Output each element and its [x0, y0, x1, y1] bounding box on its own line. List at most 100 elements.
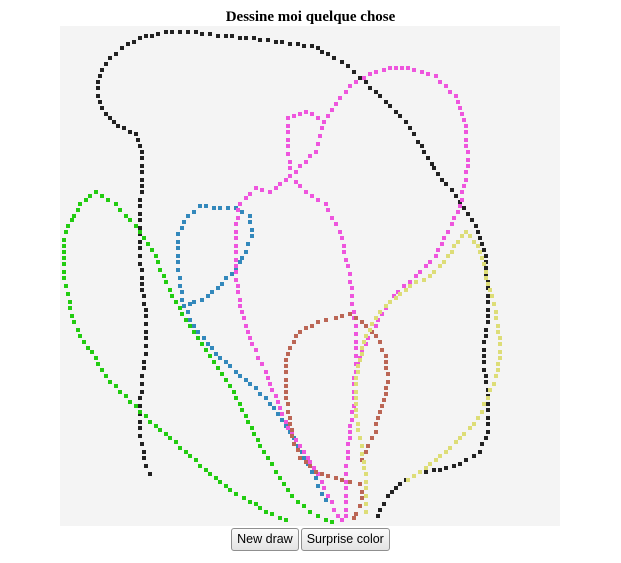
new-draw-button[interactable]: New draw [231, 528, 299, 551]
stroke-dot [144, 308, 148, 312]
stroke-dot [440, 178, 444, 182]
stroke-dot [342, 244, 346, 248]
stroke-dot [254, 502, 258, 506]
stroke-dot [178, 306, 182, 310]
stroke-dot [224, 484, 228, 488]
stroke-dot [184, 450, 188, 454]
stroke-dot [352, 516, 356, 520]
stroke-dot [318, 134, 322, 138]
stroke-dot [374, 422, 378, 426]
stroke-dot [288, 42, 292, 46]
stroke-dot [434, 458, 438, 462]
stroke-dot [176, 260, 180, 264]
stroke-dot [142, 294, 146, 298]
stroke-dot [330, 108, 334, 112]
stroke-dot [394, 66, 398, 70]
stroke-dot [228, 384, 232, 388]
stroke-dot [382, 398, 386, 402]
stroke-dot [344, 494, 348, 498]
stroke-dot [498, 336, 502, 340]
stroke-dot [338, 96, 342, 100]
stroke-dot [340, 314, 344, 318]
yellow-stroke [354, 230, 502, 514]
stroke-dot [286, 402, 290, 406]
stroke-dot [420, 70, 424, 74]
stroke-dot [224, 360, 228, 364]
surprise-color-button[interactable]: Surprise color [300, 528, 390, 551]
stroke-dot [142, 456, 146, 460]
stroke-dot [194, 458, 198, 462]
stroke-dot [196, 330, 200, 334]
stroke-dot [348, 84, 352, 88]
stroke-dot [358, 358, 362, 362]
stroke-dot [496, 324, 500, 328]
stroke-dot [474, 224, 478, 228]
stroke-dot [76, 208, 80, 212]
stroke-dot [462, 432, 466, 436]
drawing-canvas[interactable] [60, 26, 560, 526]
stroke-dot [106, 198, 110, 202]
stroke-dot [238, 202, 242, 206]
drawing-svg[interactable] [60, 26, 560, 526]
stroke-dot [494, 374, 498, 378]
stroke-dot [234, 492, 238, 496]
stroke-dot [278, 182, 282, 186]
stroke-dot [354, 376, 358, 380]
stroke-dot [240, 210, 244, 214]
stroke-dot [108, 116, 112, 120]
stroke-dot [444, 84, 448, 88]
stroke-dot [360, 496, 364, 500]
stroke-dot [414, 274, 418, 278]
stroke-dot [178, 284, 182, 288]
stroke-dot [292, 442, 296, 446]
stroke-dot [482, 368, 486, 372]
stroke-dot [320, 50, 324, 54]
stroke-dot [218, 480, 222, 484]
stroke-dot [478, 250, 482, 254]
stroke-dot [324, 518, 328, 522]
stroke-dot [278, 476, 282, 480]
stroke-dot [476, 244, 480, 248]
stroke-dot [356, 364, 360, 368]
stroke-dot [486, 320, 490, 324]
stroke-dot [140, 442, 144, 446]
stroke-dot [94, 190, 98, 194]
stroke-dot [138, 36, 142, 40]
stroke-dot [200, 32, 204, 36]
stroke-dot [360, 352, 364, 356]
stroke-dot [96, 80, 100, 84]
stroke-dot [184, 318, 188, 322]
stroke-dot [346, 64, 350, 68]
stroke-dot [340, 60, 344, 64]
stroke-dot [458, 106, 462, 110]
stroke-dot [472, 240, 476, 244]
stroke-dot [272, 406, 276, 410]
stroke-dot [466, 150, 470, 154]
stroke-dot [284, 518, 288, 522]
stroke-dot [468, 234, 472, 238]
stroke-dot [234, 222, 238, 226]
stroke-dot [138, 410, 142, 414]
stroke-dot [254, 186, 258, 190]
stroke-dot [150, 34, 154, 38]
stroke-dot [286, 130, 290, 134]
stroke-dot [276, 412, 280, 416]
stroke-dot [436, 172, 440, 176]
stroke-dot [64, 230, 68, 234]
stroke-dot [298, 444, 302, 448]
stroke-dot [62, 262, 66, 266]
stroke-dot [220, 282, 224, 286]
stroke-dot [240, 256, 244, 260]
stroke-dot [418, 270, 422, 274]
stroke-dot [326, 474, 330, 478]
stroke-dot [452, 464, 456, 468]
stroke-dot [208, 472, 212, 476]
stroke-dot [186, 214, 190, 218]
stroke-dot [256, 356, 260, 360]
stroke-dot [450, 188, 454, 192]
stroke-dot [348, 272, 352, 276]
stroke-dot [266, 376, 270, 380]
stroke-dot [348, 280, 352, 284]
stroke-dot [170, 30, 174, 34]
stroke-dot [386, 372, 390, 376]
